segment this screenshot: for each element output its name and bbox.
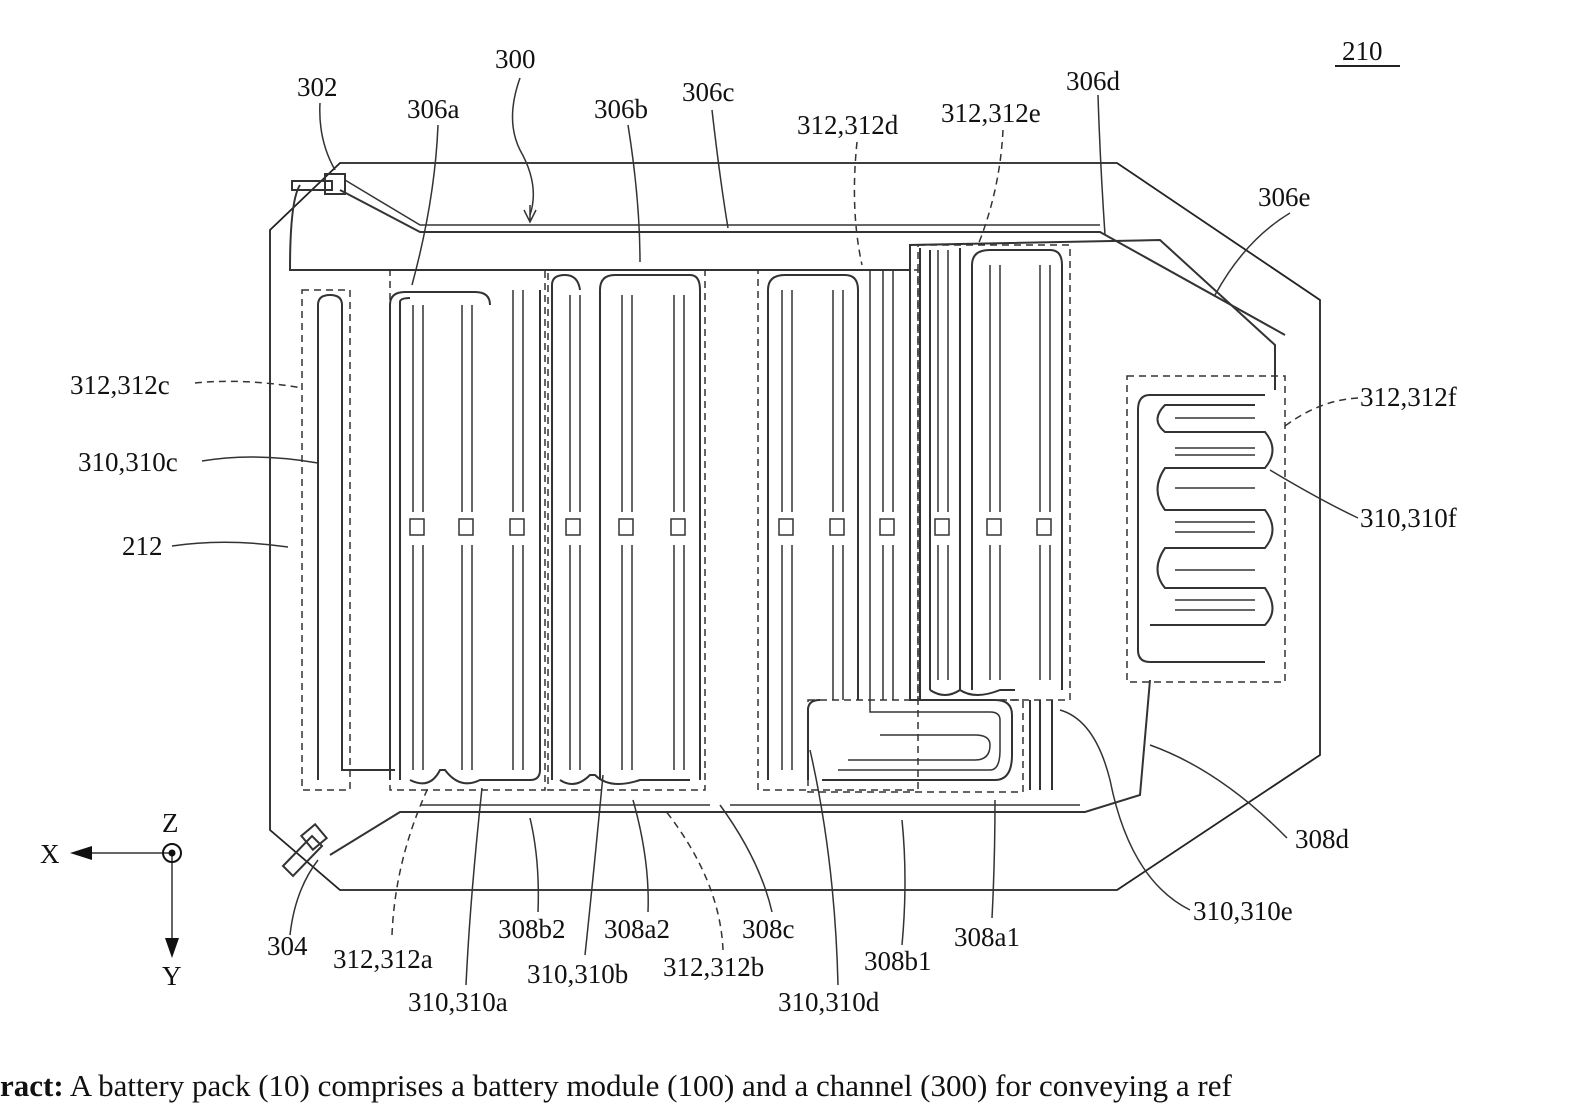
label-306d: 306d — [1066, 66, 1121, 96]
channel-310a — [390, 290, 540, 783]
label-312a: 312,312a — [333, 944, 433, 974]
coordinate-axes: X Y Z — [40, 808, 182, 991]
label-306e: 306e — [1258, 182, 1311, 212]
label-304: 304 — [267, 931, 308, 961]
label-308b2: 308b2 — [498, 914, 566, 944]
region-312f — [1127, 376, 1285, 682]
label-310f: 310,310f — [1360, 503, 1457, 533]
region-312e — [918, 245, 1070, 700]
label-310e: 310,310e — [1193, 896, 1293, 926]
channel-310d — [768, 270, 1012, 780]
bottom-channel — [330, 680, 1150, 855]
label-308a2: 308a2 — [604, 914, 670, 944]
top-channel-inner — [340, 190, 1285, 335]
label-300: 300 — [495, 44, 536, 74]
abstract-body: A battery pack (10) comprises a battery … — [64, 1068, 1232, 1103]
figure-number: 210 — [1342, 36, 1383, 66]
label-308c: 308c — [742, 914, 795, 944]
label-302: 302 — [297, 72, 338, 102]
label-312e: 312,312e — [941, 98, 1041, 128]
axis-x-label: X — [40, 839, 60, 869]
plate-outline — [270, 163, 1320, 890]
label-312b: 312,312b — [663, 952, 764, 982]
channel-310f-inner — [1175, 418, 1255, 610]
channel-310b — [552, 275, 700, 784]
label-308a1: 308a1 — [954, 922, 1020, 952]
label-310d: 310,310d — [778, 987, 880, 1017]
region-312b — [548, 270, 705, 790]
region-308 — [808, 700, 1023, 792]
axis-z-label: Z — [162, 808, 179, 838]
label-212: 212 — [122, 531, 163, 561]
label-308b1: 308b1 — [864, 946, 932, 976]
label-312c: 312,312c — [70, 370, 170, 400]
abstract-label: ract: — [0, 1068, 64, 1103]
channel-310f — [1138, 395, 1273, 662]
label-310c: 310,310c — [78, 447, 178, 477]
label-306c: 306c — [682, 77, 735, 107]
label-312d: 312,312d — [797, 110, 899, 140]
outlet-304 — [283, 824, 327, 876]
label-310a: 310,310a — [408, 987, 508, 1017]
label-312f: 312,312f — [1360, 382, 1457, 412]
axis-y-label: Y — [162, 961, 182, 991]
label-306b: 306b — [594, 94, 648, 124]
battery-channel-diagram: 210 300 302 306a 306b 306c 306d 306e 312… — [0, 0, 1594, 1060]
square-marks — [410, 519, 1051, 535]
label-306a: 306a — [407, 94, 460, 124]
label-308d: 308d — [1295, 824, 1350, 854]
channel-310c — [318, 295, 395, 780]
abstract-text: ract: A battery pack (10) comprises a ba… — [0, 1068, 1594, 1117]
label-310b: 310,310b — [527, 959, 628, 989]
